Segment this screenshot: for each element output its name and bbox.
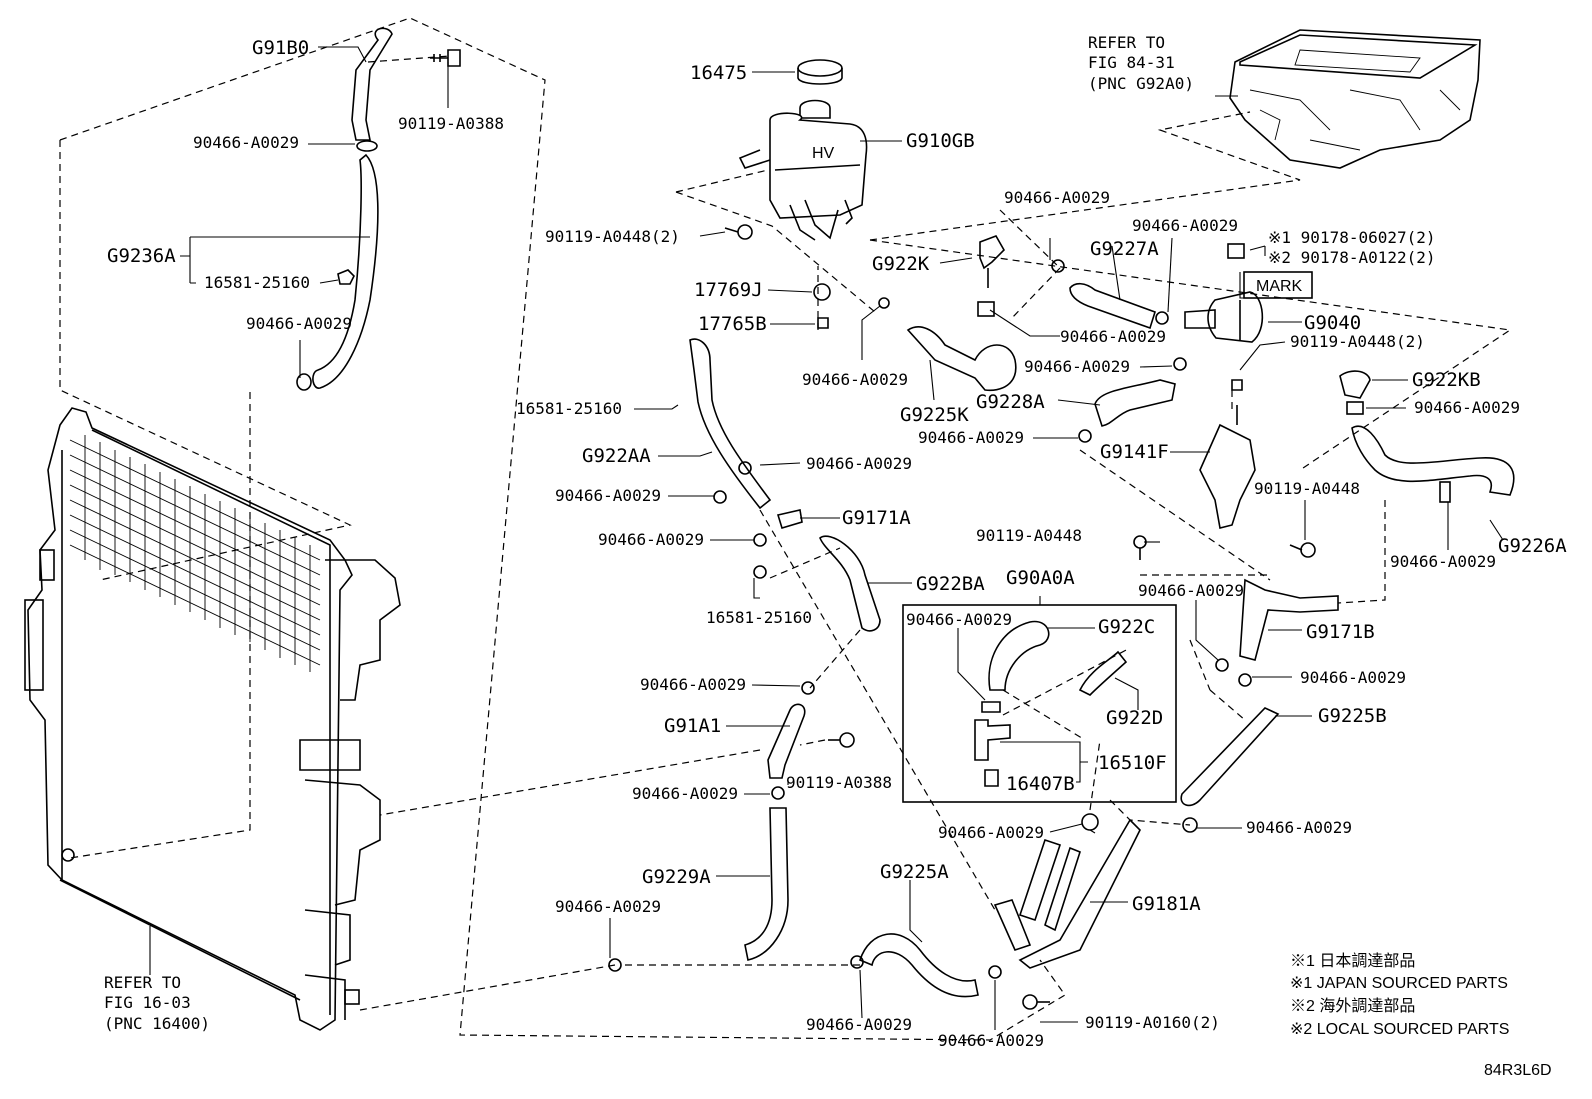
label-g9141f: G9141F bbox=[1100, 441, 1169, 463]
clamps bbox=[608, 224, 1252, 1010]
reservoir-tank bbox=[738, 59, 868, 241]
inverter-assembly bbox=[1229, 29, 1481, 169]
note-4: ※2 LOCAL SOURCED PARTS bbox=[1290, 1021, 1509, 1038]
label-90466-a0029: 90466-A0029 bbox=[938, 1031, 1044, 1050]
refer-inverter: REFER TO FIG 84-31 (PNC G92A0) bbox=[1088, 33, 1194, 93]
label-90466-a0029: 90466-A0029 bbox=[906, 610, 1012, 629]
leader-lines bbox=[149, 46, 1504, 1030]
label-90178-a0122-2: ※2 90178-A0122(2) bbox=[1268, 248, 1436, 267]
label-16475: 16475 bbox=[690, 62, 747, 84]
label-90466-a0029: 90466-A0029 bbox=[598, 530, 704, 549]
mark-callout: MARK HV bbox=[812, 145, 1313, 299]
label-90466-a0029: 90466-A0029 bbox=[918, 428, 1024, 447]
label-g922ba: G922BA bbox=[916, 573, 985, 595]
label-g90a0a: G90A0A bbox=[1006, 567, 1075, 589]
label-90466-a0029: 90466-A0029 bbox=[1414, 398, 1520, 417]
label-16407b: 16407B bbox=[1006, 773, 1075, 795]
label-90466-a0029: 90466-A0029 bbox=[555, 486, 661, 505]
label-90119-a0160-2: 90119-A0160(2) bbox=[1085, 1013, 1220, 1032]
label-g922kb: G922KB bbox=[1412, 369, 1481, 391]
label-g9225b: G9225B bbox=[1318, 705, 1387, 727]
hv-text: HV bbox=[812, 145, 835, 162]
label-16581-25160: 16581-25160 bbox=[706, 608, 812, 627]
label-16581-25160: 16581-25160 bbox=[516, 399, 622, 418]
labels: G91B0 90119-A0388 90466-A0029 G9236A 165… bbox=[107, 37, 1567, 1050]
label-90466-a0029: 90466-A0029 bbox=[193, 133, 299, 152]
refer-inverter-line3: (PNC G92A0) bbox=[1088, 74, 1194, 93]
label-90119-a0388-mid: 90119-A0388 bbox=[786, 773, 892, 792]
label-90178-06027-2: ※1 90178-06027(2) bbox=[1268, 228, 1436, 247]
mark-text: MARK bbox=[1256, 278, 1303, 295]
label-90466-a0029: 90466-A0029 bbox=[1132, 216, 1238, 235]
sourcing-notes: ※1 日本調達部品 ※1 JAPAN SOURCED PARTS ※2 海外調達… bbox=[1290, 952, 1509, 1038]
label-g91b0: G91B0 bbox=[252, 37, 309, 59]
label-90466-a0029: 90466-A0029 bbox=[806, 454, 912, 473]
label-g922aa: G922AA bbox=[582, 445, 651, 467]
label-90466-a0029: 90466-A0029 bbox=[938, 823, 1044, 842]
label-g9229a: G9229A bbox=[642, 866, 711, 888]
label-g9228a: G9228A bbox=[976, 391, 1045, 413]
label-g9040: G9040 bbox=[1304, 312, 1361, 334]
note-1: ※1 日本調達部品 bbox=[1290, 952, 1415, 970]
label-90466-a0029: 90466-A0029 bbox=[1300, 668, 1406, 687]
bracket-g9141f bbox=[1199, 379, 1316, 558]
label-90466-a0029: 90466-A0029 bbox=[806, 1015, 912, 1034]
label-90466-a0029: 90466-A0029 bbox=[1246, 818, 1352, 837]
label-90466-a0029: 90466-A0029 bbox=[1060, 327, 1166, 346]
label-g9226a: G9226A bbox=[1498, 535, 1567, 557]
note-3: ※2 海外調達部品 bbox=[1290, 997, 1415, 1015]
refer-radiator-line2: FIG 16-03 bbox=[104, 993, 191, 1012]
hose-g9236a bbox=[296, 27, 461, 391]
label-g9181a: G9181A bbox=[1132, 893, 1201, 915]
label-16581-25160: 16581-25160 bbox=[204, 273, 310, 292]
label-90119-a0448: 90119-A0448 bbox=[1254, 479, 1360, 498]
dashed-lines bbox=[59, 17, 1512, 1041]
refer-radiator-line3: (PNC 16400) bbox=[104, 1014, 210, 1033]
note-2: ※1 JAPAN SOURCED PARTS bbox=[1290, 975, 1508, 992]
label-90466-a0029: 90466-A0029 bbox=[1004, 188, 1110, 207]
refer-radiator: REFER TO FIG 16-03 (PNC 16400) bbox=[104, 973, 210, 1033]
label-90466-a0029: 90466-A0029 bbox=[555, 897, 661, 916]
refer-radiator-line1: REFER TO bbox=[104, 973, 181, 992]
label-g9236a: G9236A bbox=[107, 245, 176, 267]
label-90466-a0029: 90466-A0029 bbox=[632, 784, 738, 803]
label-90119-a0388-top: 90119-A0388 bbox=[398, 114, 504, 133]
label-90466-a0029: 90466-A0029 bbox=[802, 370, 908, 389]
label-90466-a0029: 90466-A0029 bbox=[640, 675, 746, 694]
label-g9171a: G9171A bbox=[842, 507, 911, 529]
label-90119-a0448-2: 90119-A0448(2) bbox=[1290, 332, 1425, 351]
hoses bbox=[689, 235, 1515, 998]
label-17769j: 17769J bbox=[694, 279, 763, 301]
label-90119-a0448: 90119-A0448 bbox=[976, 526, 1082, 545]
label-g9225k: G9225K bbox=[900, 404, 969, 426]
label-90466-a0029: 90466-A0029 bbox=[1390, 552, 1496, 571]
label-90466-a0029: 90466-A0029 bbox=[246, 314, 352, 333]
label-g922c: G922C bbox=[1098, 616, 1155, 638]
label-g922d: G922D bbox=[1106, 707, 1163, 729]
label-g9225a: G9225A bbox=[880, 861, 949, 883]
label-g922k: G922K bbox=[872, 253, 930, 275]
label-90466-a0029: 90466-A0029 bbox=[1024, 357, 1130, 376]
label-g91a1: G91A1 bbox=[664, 715, 721, 737]
label-17765b: 17765B bbox=[698, 313, 767, 335]
diagram-id: 84R3L6D bbox=[1484, 1062, 1552, 1079]
label-16510f: 16510F bbox=[1098, 752, 1167, 774]
label-g9171b: G9171B bbox=[1306, 621, 1375, 643]
label-90119-a0448-2: 90119-A0448(2) bbox=[545, 227, 680, 246]
label-90466-a0029: 90466-A0029 bbox=[1138, 581, 1244, 600]
radiator-assembly bbox=[24, 407, 401, 1031]
label-g910gb: G910GB bbox=[906, 130, 975, 152]
refer-inverter-line1: REFER TO bbox=[1088, 33, 1165, 52]
refer-inverter-line2: FIG 84-31 bbox=[1088, 53, 1175, 72]
label-g9227a: G9227A bbox=[1090, 238, 1159, 260]
